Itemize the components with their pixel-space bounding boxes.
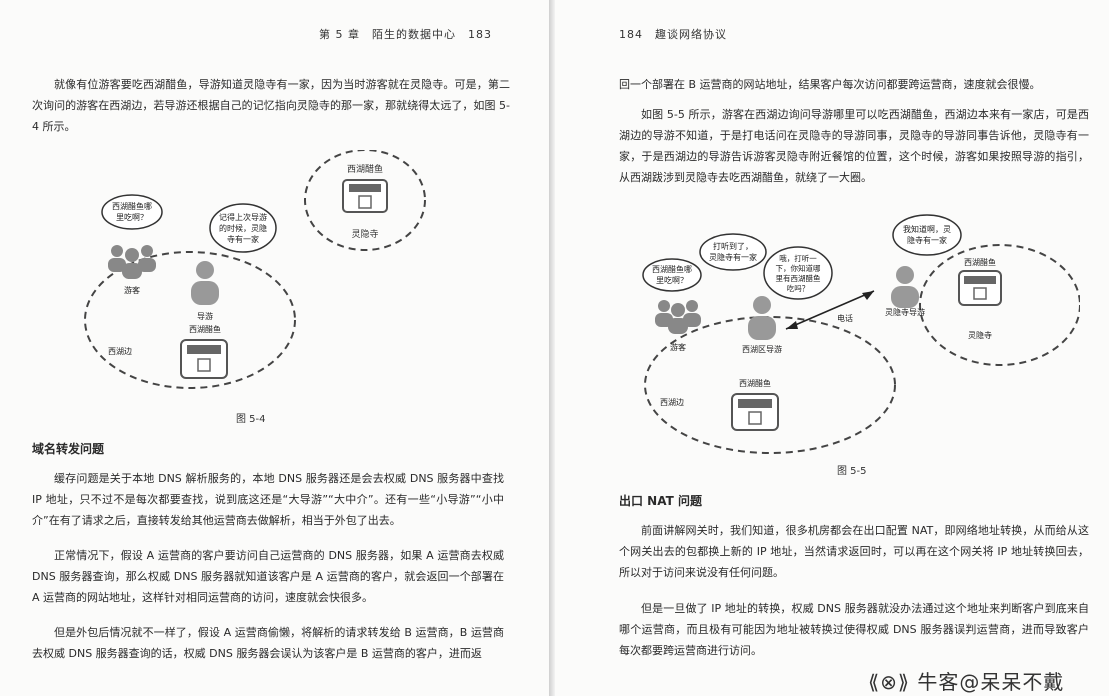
svg-text:打听到了，: 打听到了， bbox=[713, 241, 753, 251]
temple-area bbox=[919, 244, 1080, 366]
shop-icon bbox=[731, 393, 779, 431]
temple-shop-label: 西湖醋鱼 bbox=[964, 257, 996, 267]
watermark: ⟪⊗⟫ 牛客@呆呆不戴 bbox=[868, 666, 1064, 695]
svg-text:哦，打听一: 哦，打听一 bbox=[779, 253, 817, 263]
figure-5-5: 我知道啊，灵 隐寺有一家 灵隐寺导游 西湖醋鱼 灵隐寺 电话 bbox=[642, 214, 1080, 454]
shop-icon bbox=[180, 339, 228, 379]
tourist-icon bbox=[655, 300, 701, 334]
temple-area-label: 灵隐寺 bbox=[968, 330, 992, 340]
right-paragraph-1: 如图 5-5 所示，游客在西湖边询问导游哪里可以吃西湖醋鱼，西湖边本来有一家店，… bbox=[619, 108, 1089, 184]
west-lake-area-label: 西湖边 bbox=[660, 397, 684, 407]
svg-text:的时候，灵隐: 的时候，灵隐 bbox=[219, 223, 267, 233]
right-page: 184 趣谈网络协议 回一个部署在 B 运营商的网站地址，结果客户每次访问都要跨… bbox=[555, 0, 1109, 696]
left-page: 第 5 章 陌生的数据中心 183 就像有位游客要吃西湖醋鱼，导游知道灵隐寺有一… bbox=[0, 0, 549, 696]
svg-text:隐寺有一家: 隐寺有一家 bbox=[907, 235, 947, 245]
watermark-text: 牛客@呆呆不戴 bbox=[917, 670, 1065, 694]
tourist-icon bbox=[108, 245, 156, 279]
section-title-domain-forwarding: 域名转发问题 bbox=[32, 442, 105, 456]
watermark-logo-icon: ⟪⊗⟫ bbox=[868, 670, 918, 694]
guide-speech-bubble: 记得上次导游 的时候，灵隐 寺有一家 bbox=[209, 203, 277, 253]
svg-text:里吃啊？: 里吃啊？ bbox=[656, 275, 688, 285]
temple-area-label: 灵隐寺 bbox=[351, 228, 378, 240]
west-lake-guide-label: 西湖区导游 bbox=[742, 344, 782, 354]
figure-5-4-caption: 图 5-4 bbox=[236, 414, 266, 425]
page-gutter bbox=[549, 0, 555, 696]
tourist-label: 游客 bbox=[124, 285, 140, 295]
tourist-speech-bubble: 西湖醋鱼哪 里吃啊？ bbox=[101, 194, 163, 230]
svg-text:灵隐寺有一家: 灵隐寺有一家 bbox=[709, 252, 757, 262]
guide-icon bbox=[191, 261, 219, 305]
west-shop-label: 西湖醋鱼 bbox=[739, 378, 771, 388]
temple-guide-speech-bubble: 我知道啊，灵 隐寺有一家 bbox=[892, 214, 962, 256]
left-paragraph-2: 正常情况下，假设 A 运营商的客户要访问自己运营商的 DNS 服务器，如果 A … bbox=[32, 549, 504, 604]
phone-label: 电话 bbox=[837, 313, 853, 323]
left-intro-paragraph: 就像有位游客要吃西湖醋鱼，导游知道灵隐寺有一家，因为当时游客就在灵隐寺。可是，第… bbox=[32, 78, 510, 133]
temple-area bbox=[304, 150, 426, 251]
phone-call-arrow bbox=[785, 290, 875, 330]
temple-shop-label: 西湖醋鱼 bbox=[347, 163, 383, 175]
right-page-header: 184 趣谈网络协议 bbox=[619, 28, 727, 41]
svg-text:里有西湖醋鱼: 里有西湖醋鱼 bbox=[776, 273, 821, 283]
west-lake-area-label: 西湖边 bbox=[108, 346, 132, 356]
svg-text:西湖醋鱼哪: 西湖醋鱼哪 bbox=[112, 201, 152, 211]
svg-text:吃吗？: 吃吗？ bbox=[787, 283, 810, 293]
left-page-header: 第 5 章 陌生的数据中心 183 bbox=[319, 28, 492, 41]
right-paragraph-2: 前面讲解网关时，我们知道，很多机房都会在出口配置 NAT，即网络地址转换，从而给… bbox=[619, 524, 1089, 579]
tourist-label: 游客 bbox=[670, 342, 686, 352]
temple-guide-icon bbox=[891, 266, 919, 308]
left-paragraph-3: 但是外包后情况就不一样了，假设 A 运营商偷懒，将解析的请求转发给 B 运营商，… bbox=[32, 626, 504, 660]
guide-speech-bubble-answer: 打听到了， 灵隐寺有一家 bbox=[699, 233, 767, 271]
svg-text:记得上次导游: 记得上次导游 bbox=[219, 212, 267, 222]
right-continuation-paragraph: 回一个部署在 B 运营商的网站地址，结果客户每次访问都要跨运营商，速度就会很慢。 bbox=[619, 78, 1041, 91]
svg-text:寺有一家: 寺有一家 bbox=[227, 234, 259, 244]
figure-5-4: 西湖醋鱼 灵隐寺 西湖醋鱼哪 里吃啊？ 游客 bbox=[84, 150, 426, 389]
svg-text:下，你知道哪: 下，你知道哪 bbox=[776, 263, 821, 273]
shop-icon bbox=[958, 270, 1002, 306]
guide-label: 导游 bbox=[197, 311, 213, 321]
left-paragraph-1: 缓存问题是关于本地 DNS 解析服务的，本地 DNS 服务器还是会去权威 DNS… bbox=[32, 472, 504, 527]
temple-guide-label: 灵隐寺导游 bbox=[885, 307, 925, 317]
svg-text:里吃啊？: 里吃啊？ bbox=[116, 212, 148, 222]
shop-icon bbox=[342, 179, 388, 213]
west-shop-label: 西湖醋鱼 bbox=[189, 324, 221, 334]
right-paragraph-3: 但是一旦做了 IP 地址的转换，权威 DNS 服务器就没办法通过这个地址来判断客… bbox=[619, 602, 1089, 657]
section-title-egress-nat: 出口 NAT 问题 bbox=[619, 494, 702, 508]
svg-text:西湖醋鱼哪: 西湖醋鱼哪 bbox=[652, 264, 692, 274]
svg-text:我知道啊，灵: 我知道啊，灵 bbox=[903, 224, 951, 234]
west-lake-guide-icon bbox=[748, 296, 776, 340]
figure-5-5-caption: 图 5-5 bbox=[837, 466, 867, 477]
tourist-speech-bubble: 西湖醋鱼哪 里吃啊？ bbox=[642, 258, 702, 292]
west-lake-area bbox=[644, 316, 896, 454]
guide-speech-bubble-question: 哦，打听一 下，你知道哪 里有西湖醋鱼 吃吗？ bbox=[763, 246, 833, 300]
west-lake-area bbox=[84, 251, 296, 389]
